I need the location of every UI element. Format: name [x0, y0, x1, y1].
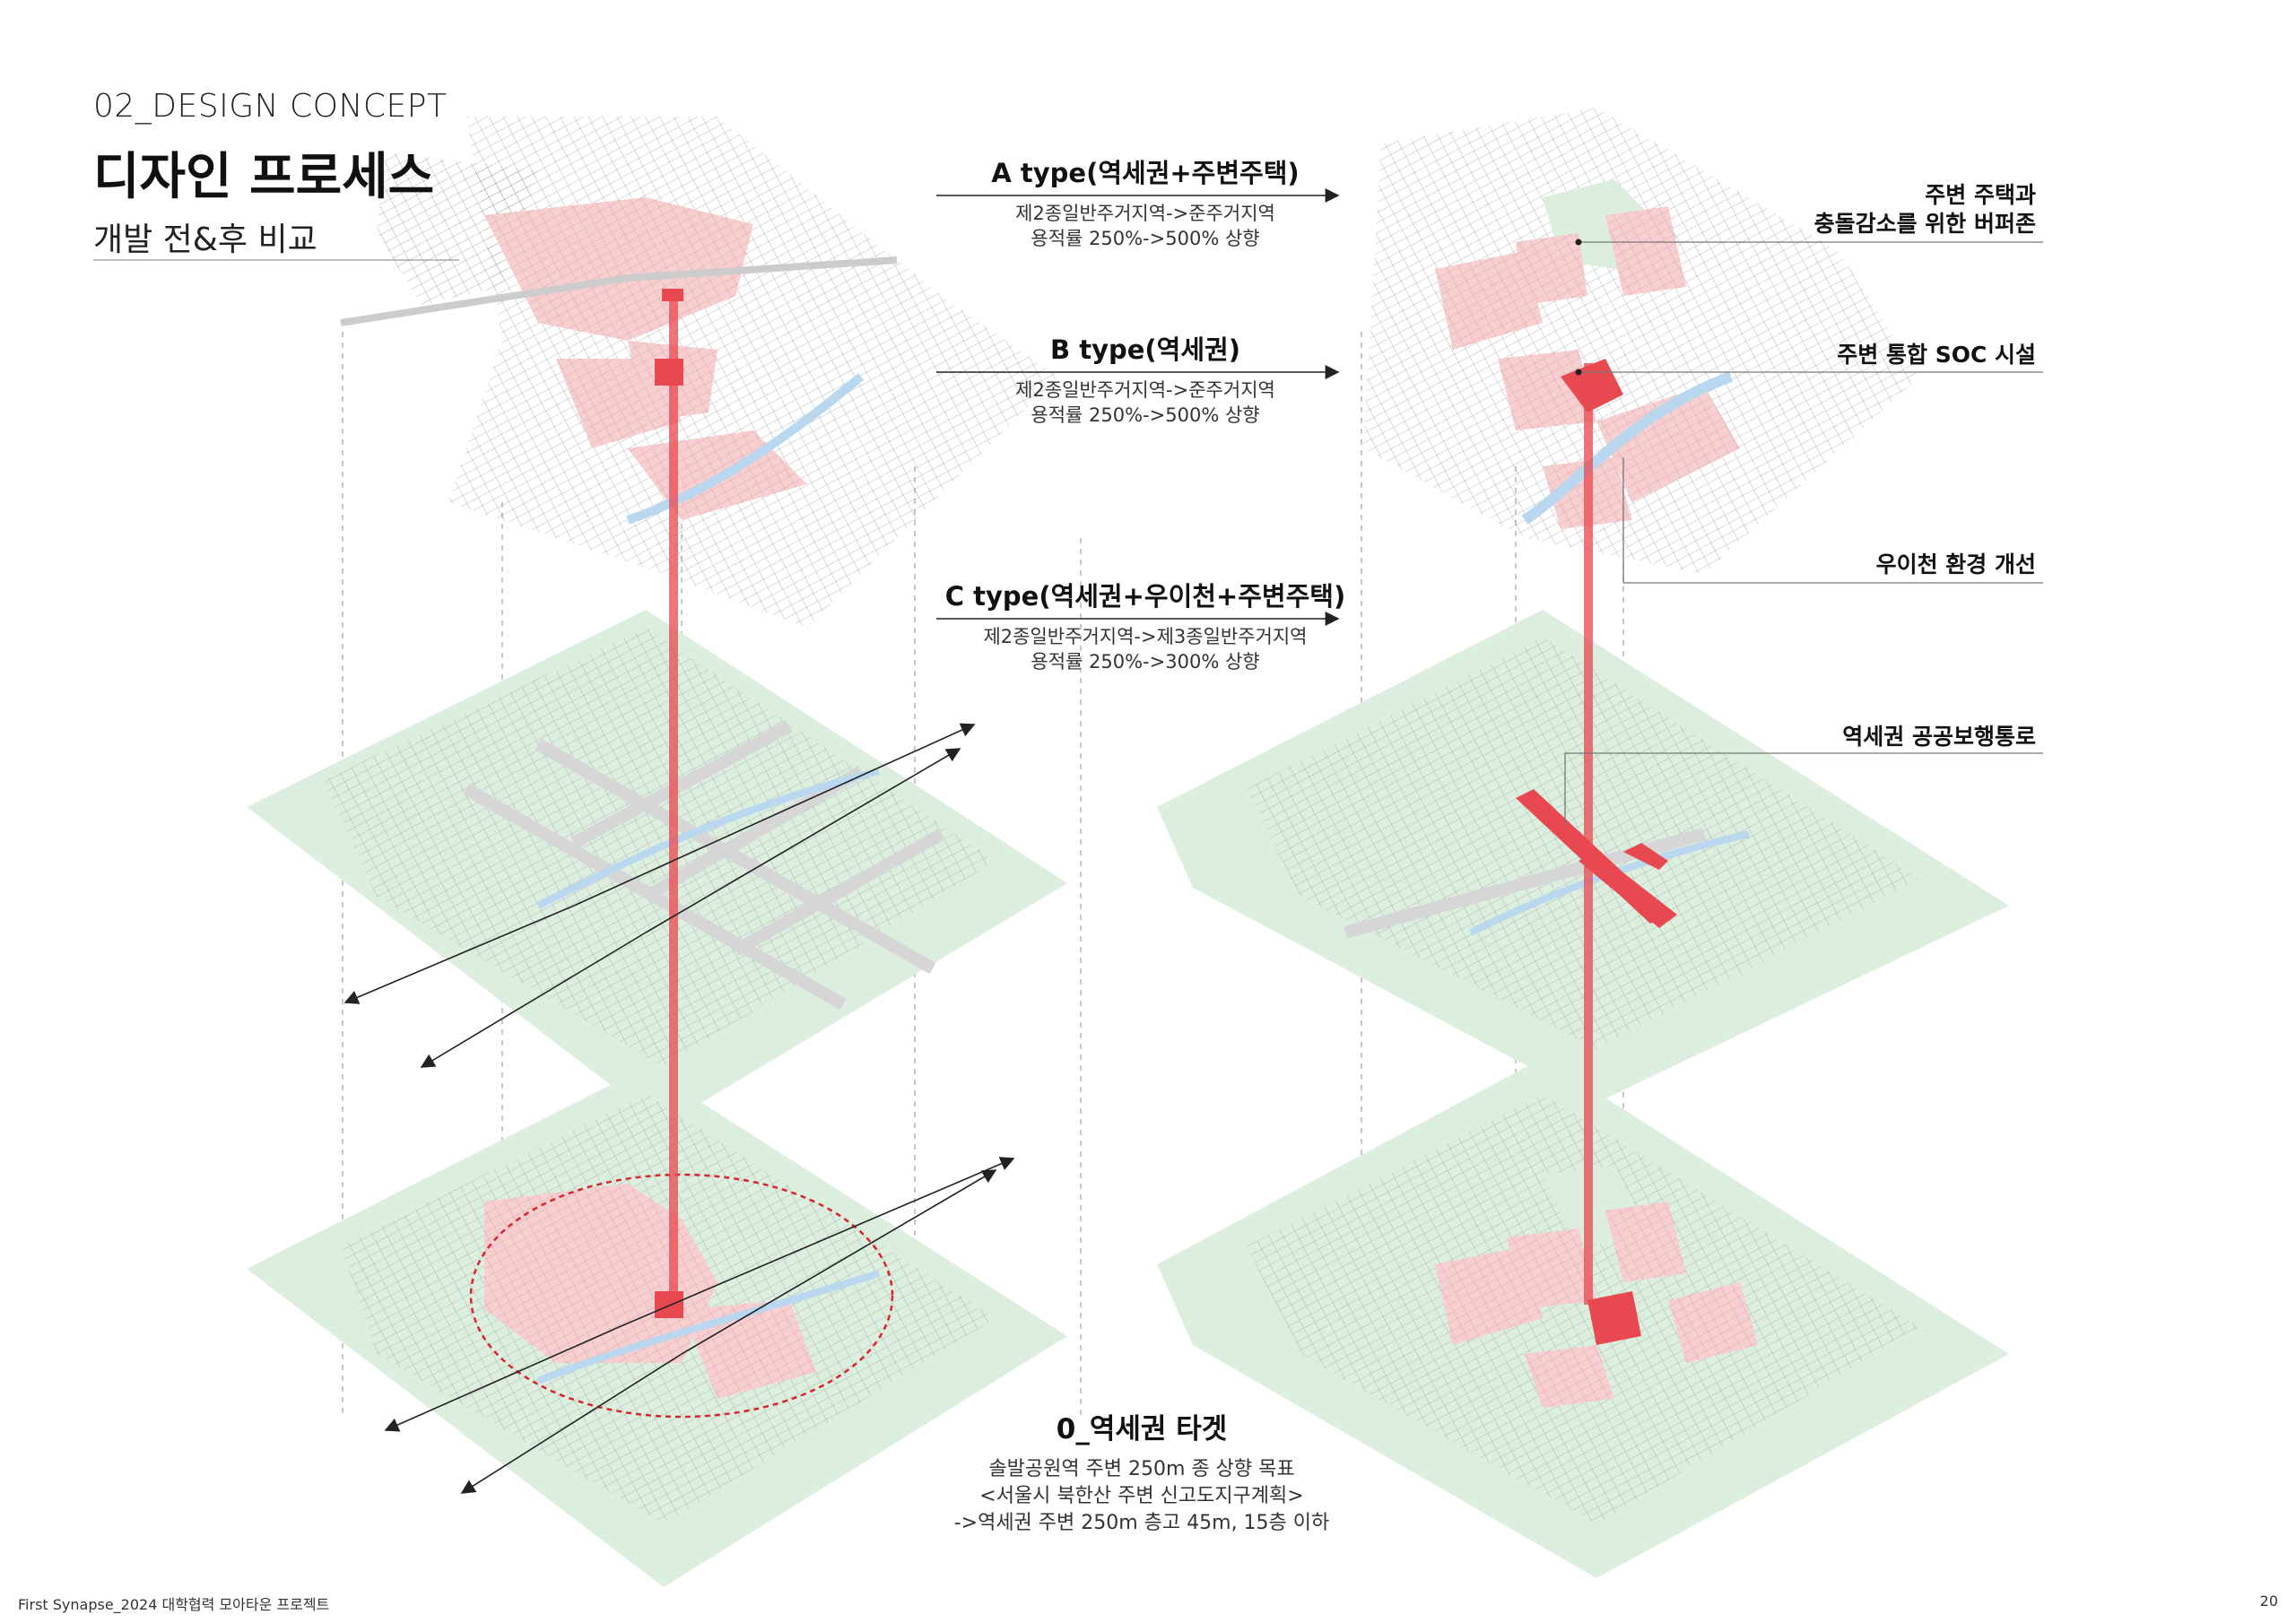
right-layer-target: [1157, 1058, 2009, 1578]
section-label: 02_DESIGN CONCEPT: [93, 88, 448, 125]
callout-dots: [1575, 239, 1582, 376]
type-b-title: B type(역세권): [1050, 334, 1240, 365]
type-b-line1: 제2종일반주거지역->준주거지역: [1015, 379, 1275, 401]
footer-project: First Synapse_2024 대학협력 모아타운 프로젝트: [18, 1596, 330, 1613]
right-layer-walkway: [1157, 610, 2009, 1103]
callout-stream: 우이천 환경 개선: [1875, 551, 2036, 577]
type-a-line1: 제2종일반주거지역->준주거지역: [1015, 203, 1275, 224]
callout-walkway: 역세권 공공보행통로: [1842, 724, 2036, 750]
target-ellipse: [469, 1173, 894, 1419]
type-arrows: [936, 188, 1340, 626]
left-station-axis: [669, 291, 678, 1318]
type-a-title: A type(역세권+주변주택): [991, 158, 1300, 188]
page-number: 20: [2259, 1593, 2278, 1610]
callout-buffer-line1: 주변 주택과: [1925, 182, 2036, 208]
callout-leaders: [1564, 241, 2043, 825]
callout-soc: 주변 통합 SOC 시설: [1837, 342, 2036, 368]
target-line2: <서울시 북한산 주변 신고도지구계획>: [979, 1485, 1304, 1507]
right-layer-buildings: [1363, 108, 1919, 574]
right-station-axis: [1584, 363, 1593, 1305]
type-c-title: C type(역세권+우이천+주변주택): [944, 581, 1346, 612]
page-subtitle: 개발 전&후 비교: [93, 221, 317, 258]
diagonal-arrows: [344, 723, 1015, 1494]
type-a-line2: 용적률 250%->500% 상향: [1031, 228, 1260, 249]
target-title: 0_역세권 타겟: [1056, 1413, 1228, 1445]
type-c-line1: 제2종일반주거지역->제3종일반주거지역: [983, 626, 1308, 647]
page-title: 디자인 프로세스: [93, 148, 435, 206]
callout-buffer-line2: 충돌감소를 위한 버퍼존: [1813, 211, 2036, 237]
target-line3: ->역세권 주변 250m 층고 45m, 15층 이하: [953, 1512, 1330, 1534]
type-c-line2: 용적률 250%->300% 상향: [1031, 651, 1260, 673]
target-line1: 솔발공원역 주변 250m 종 상향 목표: [988, 1458, 1295, 1480]
type-b-line2: 용적률 250%->500% 상향: [1031, 404, 1260, 426]
